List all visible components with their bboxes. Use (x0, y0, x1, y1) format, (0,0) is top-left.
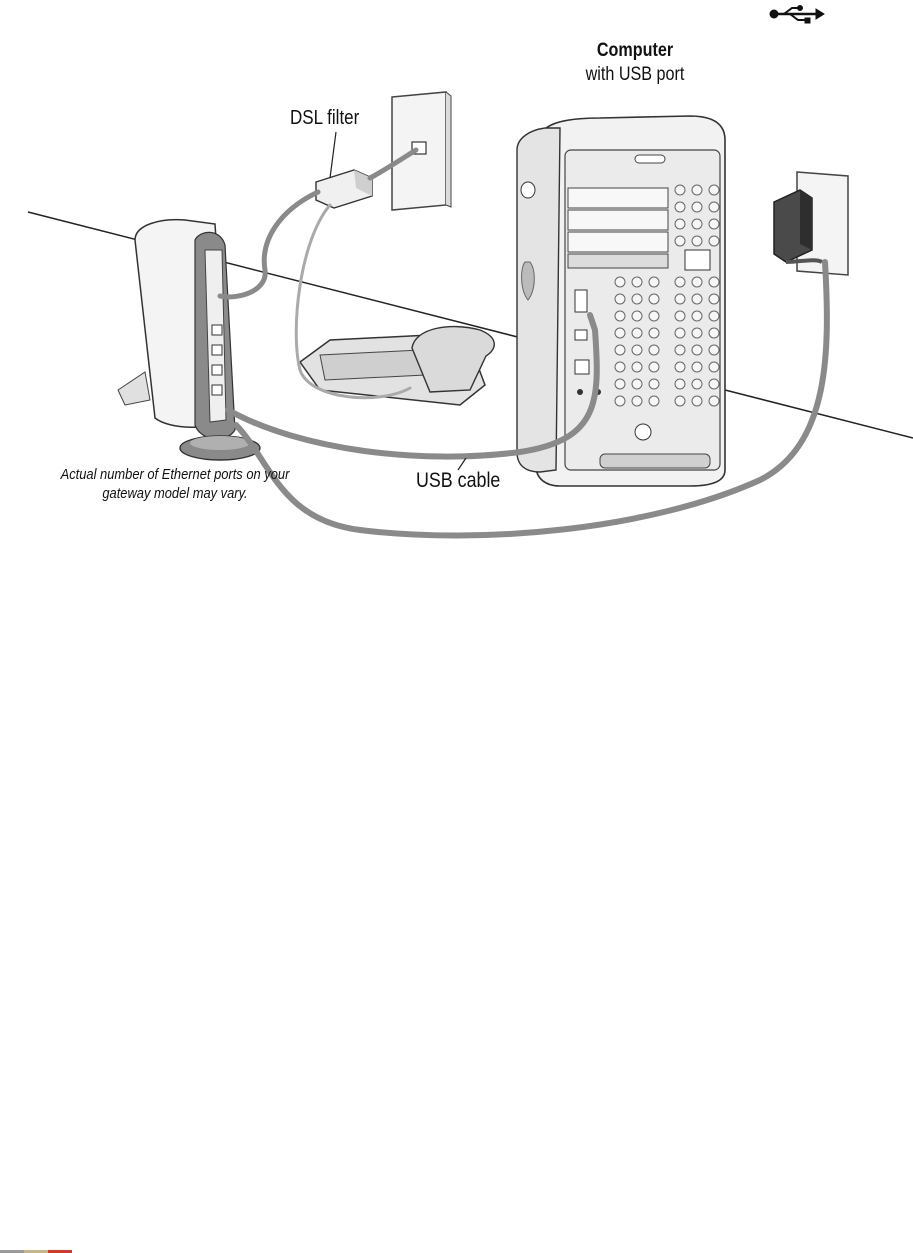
power-adapter (773, 189, 823, 264)
usb-cable-leader (457, 457, 467, 471)
dsl-gateway (117, 218, 261, 461)
footer-bar-gray (0, 1250, 24, 1253)
phone-line-filter-to-gateway (217, 189, 321, 300)
footer-bar-red (48, 1250, 72, 1253)
dsl-filter (315, 169, 373, 209)
power-cable-line (233, 259, 830, 539)
cables (217, 147, 830, 539)
phone-line-wall-to-filter (367, 147, 419, 181)
phone-line-filter-to-telephone (294, 203, 412, 400)
computer-title: Computer (596, 40, 674, 61)
wall-phone-jack (391, 91, 452, 211)
computer-subtitle: with USB port (585, 64, 685, 85)
usb-cable-label: USB cable (416, 469, 501, 492)
ethernet-ports-note: Actual number of Ethernet ports on your … (60, 466, 290, 502)
footer-bar-tan (24, 1250, 48, 1253)
dsl-filter-leader (329, 131, 337, 179)
telephone (298, 325, 495, 406)
usb-icon (769, 5, 825, 24)
usb-cable-line (225, 312, 600, 460)
computer-vents (614, 184, 720, 407)
dsl-filter-label: DSL filter (290, 107, 360, 129)
